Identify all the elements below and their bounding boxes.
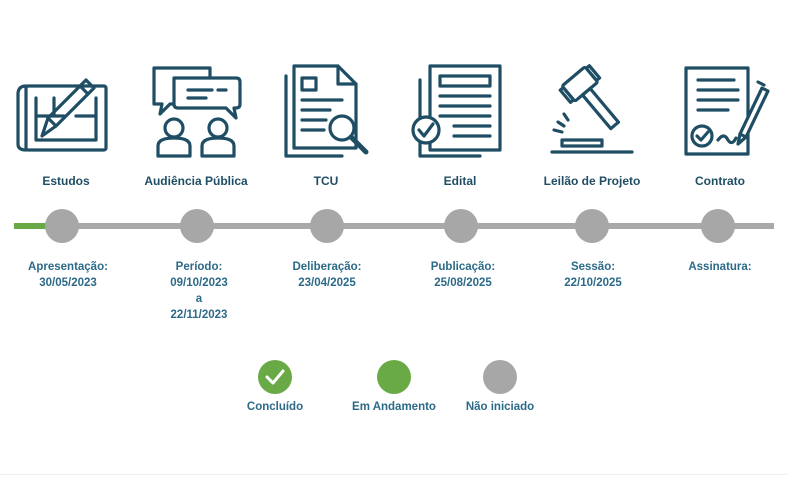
date-value: 22/11/2023 [170, 309, 228, 321]
timeline-track [14, 223, 774, 229]
stage-title-audiencia-publica: Audiência Pública [144, 174, 248, 188]
date-block-edital: Publicação: 25/08/2025 [403, 259, 523, 291]
bottom-divider [0, 474, 787, 475]
date-block-leilao: Sessão: 22/10/2025 [533, 259, 653, 291]
timeline-progress [14, 223, 50, 229]
date-block-audiencia-publica: Período: 09/10/2023 a 22/11/2023 [139, 259, 259, 323]
contract-signing-icon [678, 60, 774, 160]
legend-item-not-started: Não iniciado [445, 360, 555, 413]
completed-check-icon [258, 360, 292, 394]
document-magnifier-icon [280, 60, 376, 160]
stage-title-leilao: Leilão de Projeto [543, 174, 641, 188]
date-label: Sessão: [570, 261, 616, 273]
date-label: Deliberação: [292, 261, 362, 273]
date-value: 22/10/2025 [564, 277, 622, 289]
legend-item-completed: Concluído [220, 360, 330, 413]
stage-title-estudos: Estudos [42, 174, 90, 188]
date-block-estudos: Apresentação: 30/05/2023 [8, 259, 128, 291]
date-value: a [195, 293, 203, 305]
date-label: Apresentação: [28, 261, 108, 273]
legend-label-in-progress: Em Andamento [352, 401, 436, 413]
people-speech-bubbles-icon [148, 60, 244, 160]
date-block-tcu: Deliberação: 23/04/2025 [267, 259, 387, 291]
legend-item-in-progress: Em Andamento [339, 360, 449, 413]
date-label: Período: [175, 261, 223, 273]
date-value: 30/05/2023 [39, 277, 97, 289]
stage-title-contrato: Contrato [695, 174, 745, 188]
date-label: Publicação: [430, 261, 496, 273]
date-value: 25/08/2025 [434, 277, 492, 289]
blueprint-pencil-icon [14, 60, 110, 160]
stage-node-estudos [45, 209, 79, 243]
date-value: 09/10/2023 [170, 277, 228, 289]
stage-node-contrato [701, 209, 735, 243]
stage-node-tcu [310, 209, 344, 243]
stage-node-edital [444, 209, 478, 243]
in-progress-dot-icon [377, 360, 411, 394]
stage-title-tcu: TCU [313, 174, 339, 188]
gavel-icon [544, 60, 640, 160]
date-value: 23/04/2025 [298, 277, 356, 289]
date-label: Assinatura: [688, 261, 752, 273]
legend-label-completed: Concluído [246, 401, 304, 413]
not-started-dot-icon [483, 360, 517, 394]
document-checkmark-icon [410, 60, 506, 160]
legend-label-not-started: Não iniciado [465, 401, 535, 413]
date-block-contrato: Assinatura: [660, 259, 780, 275]
stage-node-audiencia-publica [180, 209, 214, 243]
stage-node-leilao [575, 209, 609, 243]
stage-title-edital: Edital [443, 174, 477, 188]
